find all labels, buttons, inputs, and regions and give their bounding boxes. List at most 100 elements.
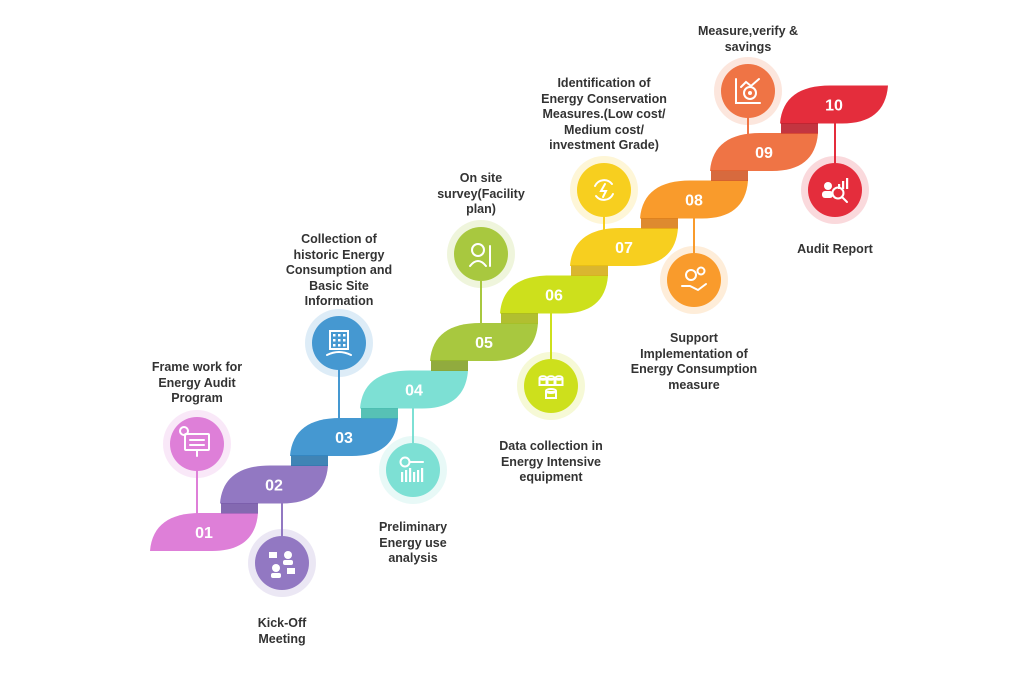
step-icon-badge-01 (163, 410, 231, 478)
presentation-board-icon (179, 426, 210, 457)
step-icon-badge-09 (714, 57, 782, 125)
label-line: Basic Site (309, 278, 369, 293)
step-segment-02: 02 (220, 465, 328, 504)
ribbon-fold (501, 313, 538, 324)
label-line: Kick-Off (257, 616, 307, 630)
step-segment-04: 04 (360, 370, 468, 409)
ribbon-fold (361, 408, 398, 419)
label-line: Frame work for (151, 360, 243, 374)
step-icon-badge-02 (248, 529, 316, 597)
surveyor-icon (469, 243, 491, 267)
ribbon-shape (430, 323, 538, 361)
label-line: equipment (519, 470, 583, 484)
step-segment-09: 09 (710, 133, 818, 171)
label-line: Data collection in (499, 439, 603, 453)
ribbon-fold (781, 123, 818, 134)
label-line: Energy use (379, 535, 447, 550)
step-segment-07: 07 (570, 228, 678, 266)
step-segment-08: 08 (640, 180, 748, 219)
step-segment-01: 01 (150, 513, 258, 551)
label-line: analysis (388, 551, 438, 565)
step-segment-06: 06 (500, 275, 608, 314)
report-search-icon (822, 178, 849, 203)
step-number: 08 (685, 193, 703, 210)
ribbon-shape (220, 465, 328, 504)
ribbon-fold (291, 455, 328, 466)
ribbon-fold (431, 360, 468, 371)
step-icon-badge-10 (801, 156, 869, 224)
ribbon-fold (711, 170, 748, 181)
gears-hand-icon (681, 266, 707, 292)
step-icon-badge-08 (660, 246, 728, 314)
step-label-09: Measure,verify &savings (698, 24, 798, 55)
label-line: Meeting (258, 631, 306, 646)
step-number: 05 (475, 335, 493, 352)
label-line: Support (670, 331, 718, 345)
ribbon-fold (221, 503, 258, 514)
label-line: Identification of (557, 76, 651, 90)
label-line: Energy Intensive (500, 454, 602, 469)
ribbon-shape (640, 180, 748, 219)
label-line: Energy Audit (158, 375, 236, 390)
step-number: 06 (545, 288, 563, 305)
label-line: Implementation of (640, 346, 748, 361)
step-icon-badge-05 (447, 220, 515, 288)
step-icon-badge-04 (379, 436, 447, 504)
label-line: survey(Facility (437, 186, 525, 201)
label-line: Energy Conservation (541, 91, 667, 106)
step-icon-badge-06 (517, 352, 585, 420)
step-number: 04 (405, 383, 423, 400)
ribbon-shape (780, 85, 888, 124)
step-segment-03: 03 (290, 418, 398, 456)
label-line: plan) (466, 202, 496, 216)
step-icon-badge-07 (570, 156, 638, 224)
ribbon-shape (710, 133, 818, 171)
step-segment-05: 05 (430, 323, 538, 361)
label-line: Measure,verify & (697, 24, 799, 38)
step-number: 03 (335, 430, 353, 447)
label-line: Medium cost/ (564, 122, 644, 137)
meeting-people-icon (269, 551, 295, 578)
label-line: Audit Report (797, 242, 873, 256)
label-line: Information (304, 294, 374, 308)
label-line: investment Grade) (549, 138, 659, 152)
ribbon-fold (641, 218, 678, 229)
step-number: 10 (825, 98, 843, 115)
database-icon (538, 375, 564, 399)
label-line: Consumption and (285, 263, 393, 277)
step-number: 01 (195, 525, 213, 542)
ribbon-fold (571, 265, 608, 276)
label-line: Energy Consumption (630, 362, 758, 376)
step-number: 07 (615, 240, 633, 257)
label-line: Program (171, 391, 223, 405)
ribbon-shape (290, 418, 398, 456)
building-data-icon (326, 330, 352, 356)
step-label-10: Audit Report (797, 242, 873, 258)
label-line: On site (459, 171, 503, 185)
label-line: Preliminary (378, 520, 448, 534)
label-line: Measures.(Low cost/ (542, 107, 666, 121)
step-number: 02 (265, 478, 283, 495)
label-line: Collection of (301, 232, 377, 246)
target-chart-icon (735, 78, 761, 104)
energy-analysis-icon (399, 456, 424, 482)
recycle-energy-icon (594, 179, 614, 201)
step-icon-badge-03 (305, 309, 373, 377)
step-segment-10: 10 (780, 85, 888, 124)
ribbon-shape (360, 370, 468, 409)
label-line: historic Energy (293, 247, 385, 262)
ribbon-shape (500, 275, 608, 314)
ribbon-shape (150, 513, 258, 551)
step-number: 09 (755, 145, 773, 162)
label-line: measure (668, 377, 720, 392)
